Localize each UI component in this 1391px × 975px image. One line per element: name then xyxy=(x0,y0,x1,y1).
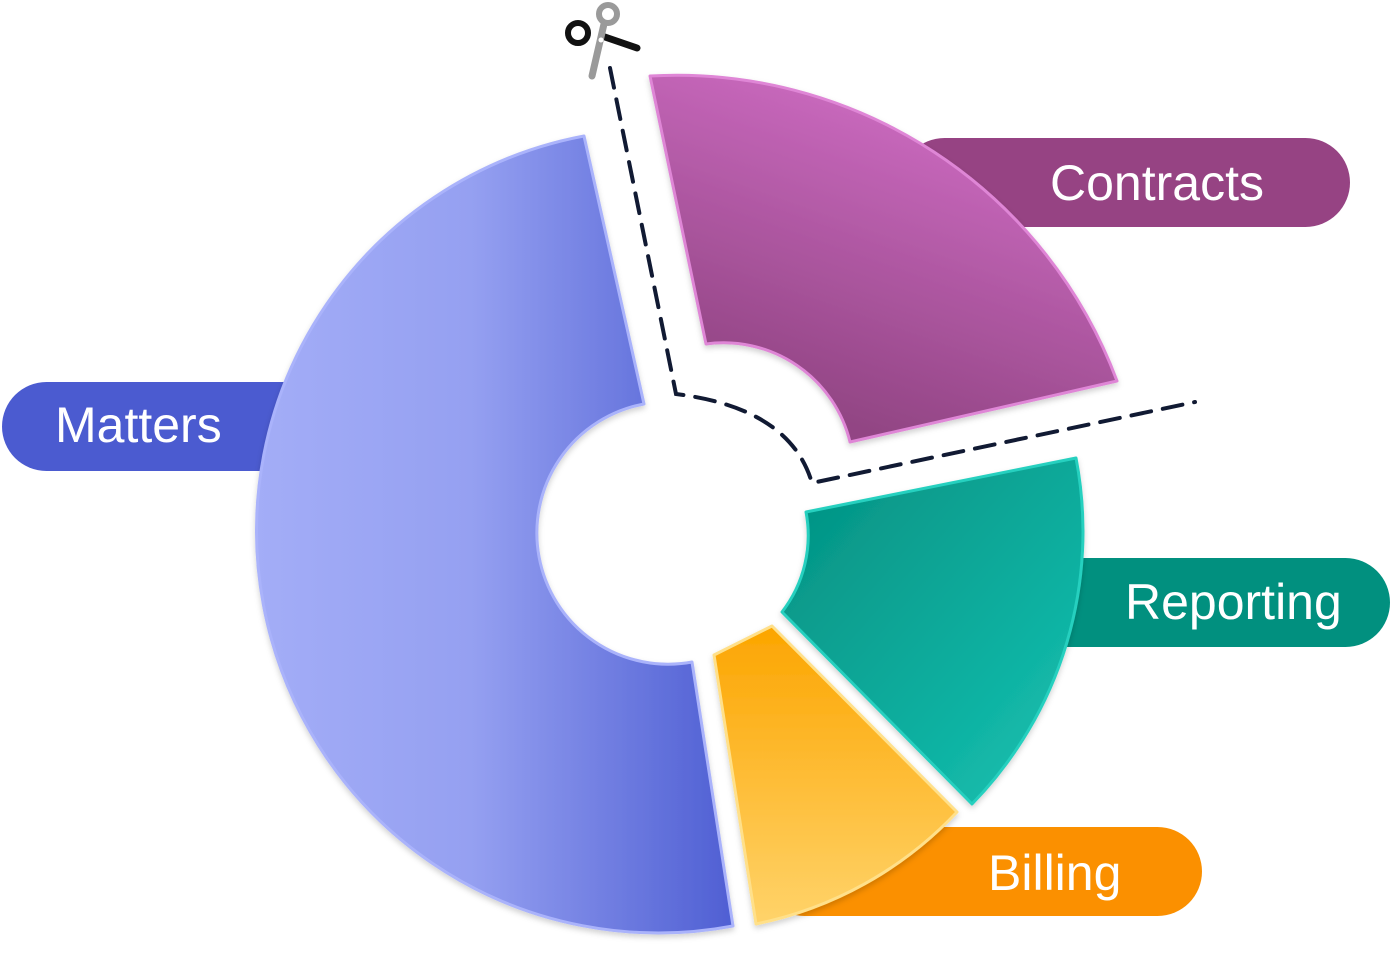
pill-matters: Matters xyxy=(2,382,350,471)
pill-contracts: Contracts xyxy=(900,138,1350,227)
slice-matters xyxy=(255,134,735,935)
scissors-icon xyxy=(565,2,641,80)
label-reporting: Reporting xyxy=(1125,574,1342,630)
label-matters: Matters xyxy=(55,397,222,453)
slice-reporting xyxy=(780,456,1085,806)
cut-line xyxy=(608,66,1197,486)
label-contracts: Contracts xyxy=(1050,155,1264,211)
label-billing: Billing xyxy=(988,845,1121,901)
slice-contracts xyxy=(648,73,1119,444)
slice-billing xyxy=(712,624,959,926)
